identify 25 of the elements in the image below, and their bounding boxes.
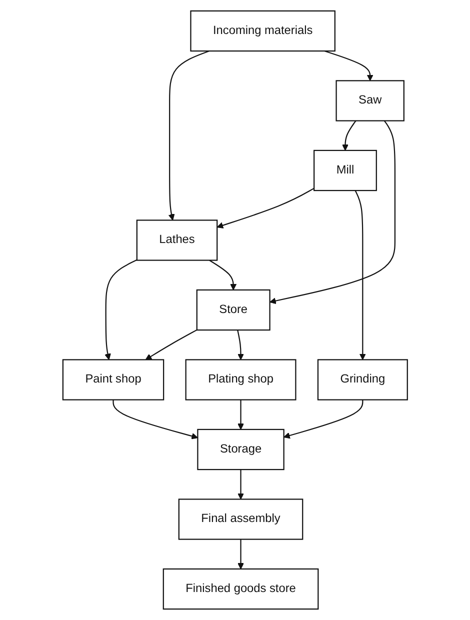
arrow bbox=[104, 259, 138, 360]
node-box: Lathes bbox=[136, 220, 218, 261]
arrow bbox=[354, 190, 366, 360]
node-box: Store bbox=[196, 289, 270, 331]
arrow bbox=[236, 330, 244, 360]
arrow bbox=[168, 50, 210, 220]
node-box: Plating shop bbox=[185, 359, 296, 400]
node-box: Paint shop bbox=[62, 359, 164, 400]
arrow bbox=[208, 260, 236, 290]
arrow bbox=[237, 400, 244, 430]
arrow bbox=[237, 470, 244, 500]
arrow bbox=[145, 329, 197, 360]
node-box: Saw bbox=[336, 80, 404, 122]
node-box: Grinding bbox=[317, 359, 408, 400]
arrow bbox=[283, 400, 364, 439]
node-box: Finished goods store bbox=[162, 568, 319, 610]
node-box: Incoming materials bbox=[190, 10, 336, 52]
node-box: Mill bbox=[313, 150, 377, 192]
arrow bbox=[112, 400, 198, 440]
arrow bbox=[269, 120, 396, 304]
node-box: Final assembly bbox=[178, 498, 304, 540]
arrow bbox=[342, 120, 356, 151]
arrow bbox=[237, 539, 244, 570]
node-box: Storage bbox=[197, 428, 284, 470]
arrow bbox=[216, 188, 314, 228]
